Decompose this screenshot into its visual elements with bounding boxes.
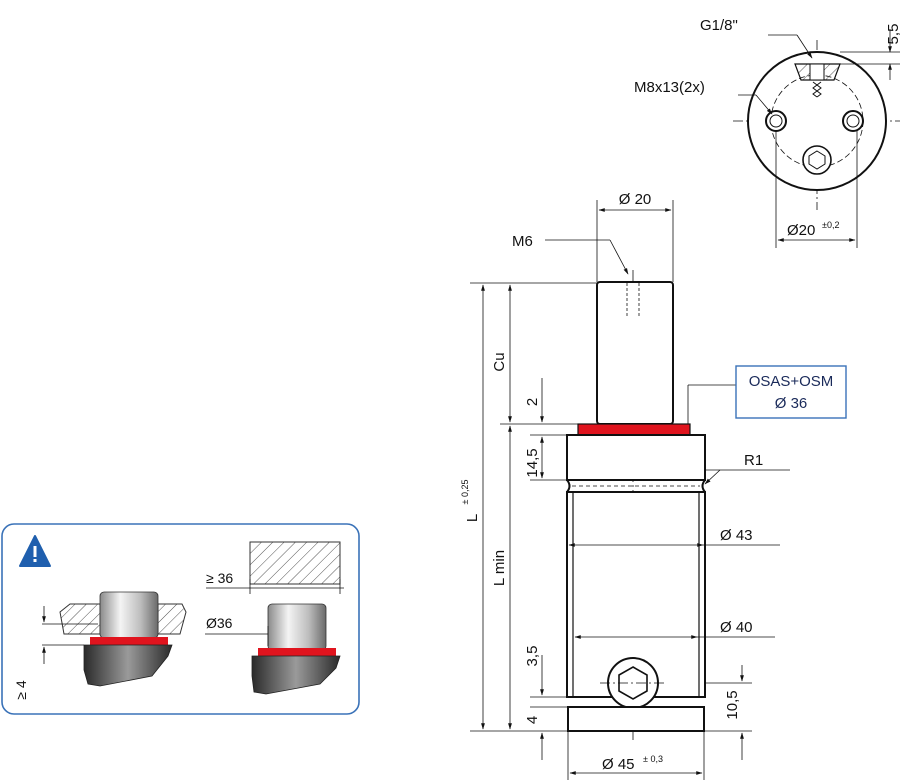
mount-thread-label: M8x13(2x) <box>634 79 705 96</box>
side-view <box>470 200 790 780</box>
dim-4: 4 <box>524 716 541 724</box>
dim-2: 2 <box>524 398 541 406</box>
base-diameter-label: Ø 45 <box>602 756 635 773</box>
length-L: L <box>464 514 481 522</box>
dim-3-5: 3,5 <box>524 646 541 667</box>
material-callout: OSAS+OSM Ø 36 <box>735 365 847 419</box>
callout-line1: OSAS+OSM <box>749 373 834 390</box>
warning-dim-ge36: ≥ 36 <box>206 570 233 586</box>
rod-thread-label: M6 <box>512 233 533 250</box>
pcd-tolerance: ±0,2 <box>822 220 839 230</box>
length-Lmin: L min <box>491 550 508 586</box>
rod-diameter-label: Ø 20 <box>619 191 652 208</box>
top-view <box>733 30 900 248</box>
pcd-label: Ø20 <box>787 222 815 239</box>
callout-line2: Ø 36 <box>775 395 808 412</box>
warning-dim-d36: Ø36 <box>206 615 233 631</box>
dim-10-5: 10,5 <box>724 690 741 719</box>
dia-43-label: Ø 43 <box>720 527 753 544</box>
warning-dim-ge4: ≥ 4 <box>13 680 29 700</box>
warning-panel <box>1 523 360 715</box>
radius-label: R1 <box>744 452 763 469</box>
dim-5-5: 5,5 <box>885 24 900 45</box>
dim-14-5: 14,5 <box>524 448 541 477</box>
thread-port-label: G1/8" <box>700 17 738 34</box>
base-diameter-tolerance: ± 0,3 <box>643 754 663 764</box>
length-L-tolerance: ± 0,25 <box>460 480 470 505</box>
seal-ring <box>577 423 691 436</box>
stroke-label: Cu <box>491 352 508 371</box>
dia-40-label: Ø 40 <box>720 619 753 636</box>
warning-icon <box>19 535 51 567</box>
